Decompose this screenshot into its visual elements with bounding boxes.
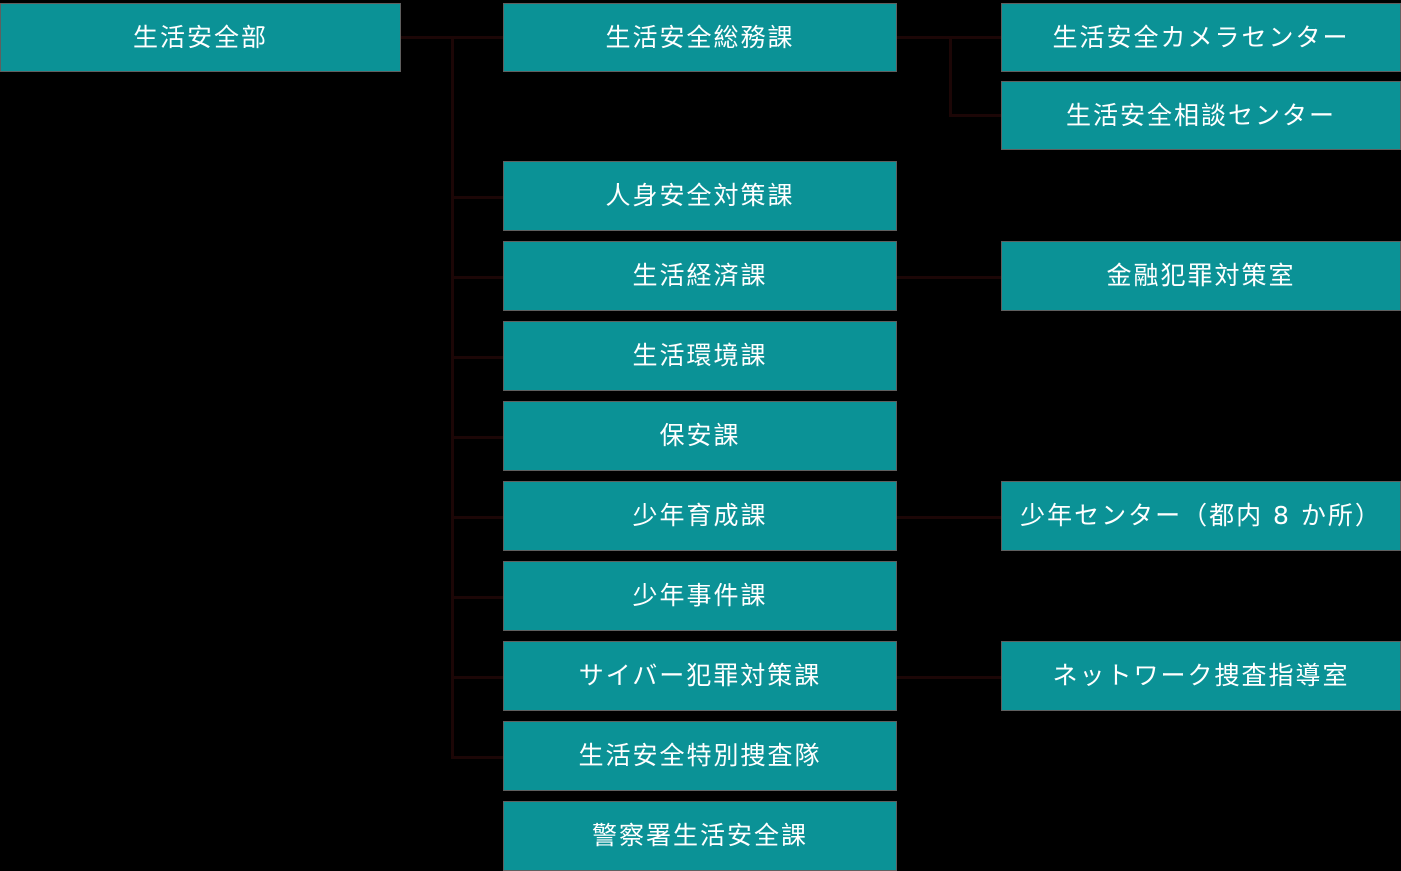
org-node-label: 少年センター（都内 8 か所） [1020,501,1382,530]
connector-c_n12 [451,596,503,599]
org-node-n6[interactable]: 生活経済課 [503,241,897,311]
org-node-n12[interactable]: 少年事件課 [503,561,897,631]
org-node-label: 生活環境課 [632,341,768,370]
connector-c_n6 [451,276,503,279]
org-node-n16[interactable]: 警察署生活安全課 [503,801,897,871]
connector-c_n8 [451,356,503,359]
connector-c_n5 [451,196,503,199]
org-node-label: ネットワーク捜査指導室 [1052,661,1350,690]
org-node-n3[interactable]: 生活安全カメラセンター [1001,3,1401,72]
org-node-n15[interactable]: 生活安全特別捜査隊 [503,721,897,791]
connector-c_n4_in [949,114,1001,117]
org-node-n14[interactable]: ネットワーク捜査指導室 [1001,641,1401,711]
org-node-label: 生活安全特別捜査隊 [578,741,822,770]
org-node-label: 生活安全総務課 [605,22,795,52]
org-node-label: 少年育成課 [632,501,768,530]
org-node-label: 生活経済課 [632,261,768,290]
connector-c_n2 [451,36,503,39]
connector-c_shonen_out [897,516,1001,519]
connector-c_keizai_out [897,276,1001,279]
org-node-n8[interactable]: 生活環境課 [503,321,897,391]
connector-c_n13 [451,676,503,679]
org-node-n11[interactable]: 少年センター（都内 8 か所） [1001,481,1401,551]
connector-c_spine_v [451,36,454,756]
org-node-label: サイバー犯罪対策課 [578,661,822,690]
org-node-n4[interactable]: 生活安全相談センター [1001,81,1401,150]
org-node-label: 金融犯罪対策室 [1106,261,1296,290]
org-node-label: 生活安全部 [132,22,268,52]
org-node-label: 警察署生活安全課 [591,821,808,850]
org-node-n9[interactable]: 保安課 [503,401,897,471]
connector-c_part_spine_h [401,36,453,39]
org-node-n7[interactable]: 金融犯罪対策室 [1001,241,1401,311]
org-node-n1[interactable]: 生活安全部 [0,3,401,72]
org-node-label: 人身安全対策課 [605,181,795,210]
org-node-label: 生活安全カメラセンター [1052,22,1350,52]
org-node-n13[interactable]: サイバー犯罪対策課 [503,641,897,711]
connector-c_n15 [451,756,503,759]
org-node-label: 生活安全相談センター [1065,100,1336,130]
connector-c_n9 [451,436,503,439]
org-node-label: 保安課 [659,421,741,450]
org-node-n2[interactable]: 生活安全総務課 [503,3,897,72]
org-node-n5[interactable]: 人身安全対策課 [503,161,897,231]
connector-c_soumu_v [949,36,952,115]
org-node-n10[interactable]: 少年育成課 [503,481,897,551]
connector-c_n10 [451,516,503,519]
connector-c_cyber_out [897,676,1001,679]
org-node-label: 少年事件課 [632,581,768,610]
